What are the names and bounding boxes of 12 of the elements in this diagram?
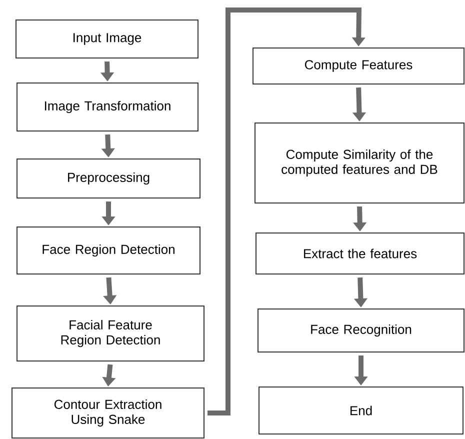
process-box: Face Recognition	[258, 308, 464, 352]
process-box: Compute Features	[252, 48, 464, 84]
arrow	[208, 8, 366, 416]
process-box: Contour Extraction Using Snake	[12, 388, 204, 438]
process-box: Input Image	[16, 20, 198, 58]
process-box: Compute Similarity of the computed features and DB	[254, 122, 464, 204]
process-box: Facial Feature Region Detection	[16, 306, 204, 362]
process-box: Extract the features	[256, 232, 464, 274]
process-box: Face Region Detection	[16, 226, 200, 274]
process-box: End	[258, 386, 464, 434]
process-box: Preprocessing	[16, 158, 200, 198]
process-box: Image Transformation	[16, 82, 198, 132]
